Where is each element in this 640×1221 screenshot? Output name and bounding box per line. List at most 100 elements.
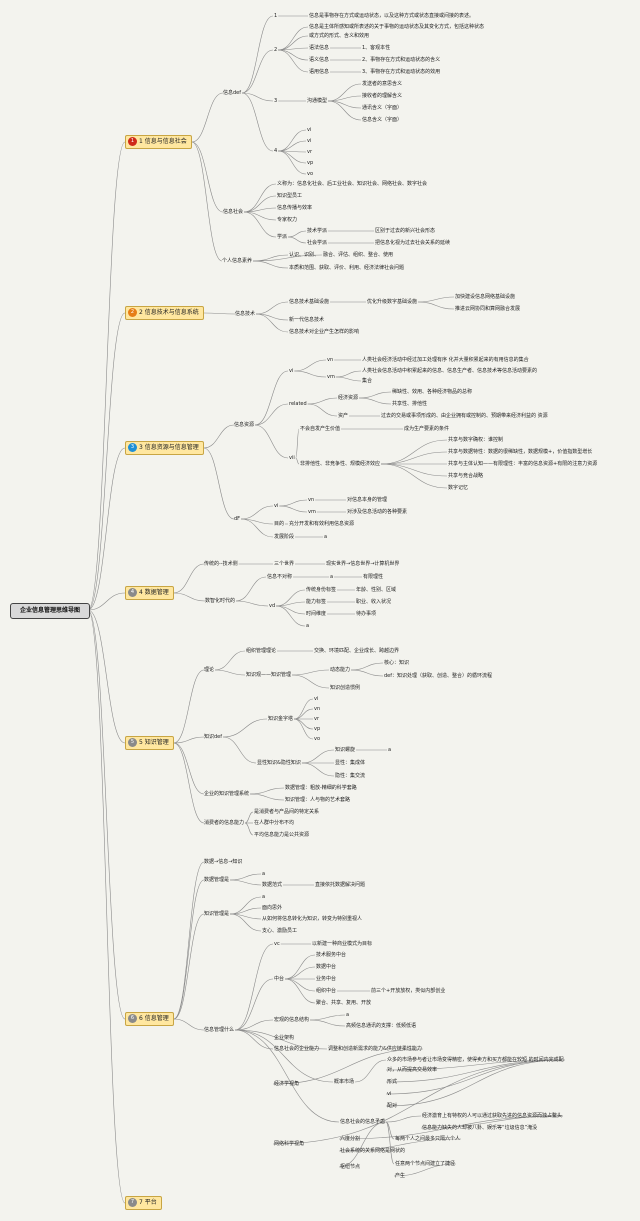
- node-63[interactable]: 共享与数据特性：数据的很稀缺性，数据规模+，价值指数型增长: [448, 449, 593, 455]
- node-7[interactable]: 1、客观本性: [362, 45, 391, 51]
- node-151[interactable]: 配对: [387, 1103, 398, 1109]
- node-160[interactable]: 任意两个节点间建立了捷径: [395, 1161, 456, 1167]
- node-128[interactable]: 支心、激励员工: [262, 928, 298, 934]
- node-109[interactable]: a: [388, 747, 392, 753]
- node-124[interactable]: 知识管理是: [204, 911, 230, 917]
- node-92[interactable]: 理论: [204, 667, 215, 673]
- node-105[interactable]: vp: [314, 726, 321, 732]
- node-69[interactable]: vn: [308, 497, 315, 503]
- node-21[interactable]: vr: [307, 149, 313, 155]
- node-59[interactable]: 不会自发产生价值: [300, 426, 341, 432]
- node-3[interactable]: 2: [274, 47, 278, 53]
- node-112[interactable]: 企业的知识管理系统: [204, 791, 250, 797]
- node-16[interactable]: 通讯含义（字面）: [362, 105, 403, 111]
- node-40[interactable]: 优化升级数字基础设施: [367, 299, 418, 305]
- node-142[interactable]: 企业架构: [274, 1035, 295, 1041]
- node-84[interactable]: vd: [269, 603, 276, 609]
- node-71[interactable]: vm: [308, 509, 316, 515]
- node-5[interactable]: 或方式的形式、含义和效用: [309, 33, 370, 39]
- node-119[interactable]: 数据→信息→知识: [204, 859, 243, 865]
- node-31[interactable]: 区别于过去的新兴社会形态: [375, 228, 436, 234]
- node-161[interactable]: 产生: [395, 1173, 406, 1179]
- node-35[interactable]: 认识、识别、: [289, 252, 320, 258]
- node-24[interactable]: 信息社会: [223, 209, 244, 215]
- node-41[interactable]: 加快建设信息网络基础设施: [455, 294, 516, 300]
- node-62[interactable]: 共享与数字确权：谁控制: [448, 437, 504, 443]
- node-27[interactable]: 信息传播与效率: [277, 205, 313, 211]
- node-133[interactable]: 技术服务中台: [316, 952, 347, 958]
- node-140[interactable]: a: [346, 1012, 350, 1018]
- root-node[interactable]: 企业信息管理思维导图: [10, 603, 90, 619]
- node-77[interactable]: 传统的--技术侧: [204, 561, 238, 567]
- node-132[interactable]: 中台: [274, 976, 285, 982]
- node-20[interactable]: vi: [307, 138, 312, 144]
- node-131[interactable]: 以新建一种商业模式为目标: [312, 941, 373, 947]
- node-11[interactable]: 3、事物存在方式和运动状态的效用: [362, 69, 441, 75]
- node-14[interactable]: 发送者的意思含义: [362, 81, 403, 87]
- node-29[interactable]: 学派: [277, 234, 288, 240]
- node-135[interactable]: 业务中台: [316, 976, 337, 982]
- node-91[interactable]: a: [306, 623, 310, 629]
- node-85[interactable]: 传统身份标签: [306, 587, 337, 593]
- node-110[interactable]: 显性：集成体: [335, 760, 366, 766]
- node-139[interactable]: 宏观的信息结构: [274, 1017, 310, 1023]
- node-146[interactable]: 概率市场: [334, 1079, 355, 1085]
- node-88[interactable]: 职业、收入状况: [356, 599, 392, 605]
- node-86[interactable]: 年龄、性别、区域: [356, 587, 397, 593]
- node-50[interactable]: 人类社会信息活动中积累起来的信息、信息生产者、信息技术等信息活动要素的: [362, 368, 538, 374]
- node-106[interactable]: vo: [314, 736, 321, 742]
- node-134[interactable]: 数据中台: [316, 964, 337, 970]
- node-145[interactable]: 经济学视角: [274, 1081, 300, 1087]
- node-125[interactable]: a: [262, 894, 266, 900]
- node-2[interactable]: 信息是事物存在方式或运动状态，以及这种方式或状态直接或间接的表述。: [309, 13, 475, 19]
- node-137[interactable]: 前三个+开放放权，类似内部创业: [371, 988, 446, 994]
- node-28[interactable]: 专家权力: [277, 217, 298, 223]
- node-34[interactable]: 个人信息素养: [222, 258, 253, 264]
- node-148[interactable]: 对，从而提高交易效率: [387, 1067, 438, 1073]
- node-30[interactable]: 技术学派: [307, 228, 328, 234]
- node-154[interactable]: 经济激育上有特权的人可以通过获取先进的信息资源而独占鳌头: [422, 1113, 563, 1119]
- node-152[interactable]: 网络科学视角: [274, 1141, 305, 1147]
- node-42[interactable]: 推进云网协同和算网融合发展: [455, 306, 521, 312]
- node-49[interactable]: vm: [327, 374, 335, 380]
- node-156[interactable]: 六度分割: [340, 1136, 361, 1142]
- node-19[interactable]: vi: [307, 127, 312, 133]
- node-37[interactable]: 本质和范围、获取、评价、利用、经济法律社会问题: [289, 265, 405, 271]
- node-81[interactable]: 信息不对称: [267, 574, 293, 580]
- node-87[interactable]: 能力标签: [306, 599, 327, 605]
- node-65[interactable]: 共享与竞合战略: [448, 473, 484, 479]
- node-57[interactable]: 过去的交易或事项形成的、由企业拥有或控制的、预期带来经济利益的 资源: [381, 413, 548, 419]
- node-6[interactable]: 语法信息: [309, 45, 330, 51]
- node-147[interactable]: 众多的市场参与者让市场变得精密，使得卖方和买方都能在较短 的时间内完成配: [387, 1057, 564, 1063]
- node-8[interactable]: 语义信息: [309, 57, 330, 63]
- node-74[interactable]: 充分开发和有效利用信息资源: [289, 521, 355, 527]
- node-46[interactable]: vi: [289, 368, 294, 374]
- node-108[interactable]: 知识螺旋: [335, 747, 356, 753]
- node-118[interactable]: 平均信息能力是公共资源: [254, 832, 310, 838]
- node-54[interactable]: 稀缺性、效用、各种经济物品的总称: [392, 389, 473, 395]
- node-73[interactable]: 目的: [274, 521, 285, 527]
- node-33[interactable]: 把信息化视为过去社会关系的延续: [375, 240, 451, 246]
- node-111[interactable]: 隐性：集交流: [335, 773, 366, 779]
- node-0[interactable]: 信息def: [223, 90, 242, 96]
- node-157[interactable]: 每两个人之间最多只隔六个人: [395, 1136, 461, 1142]
- node-114[interactable]: 知识管理：人与物的艺术套路: [285, 797, 351, 803]
- node-98[interactable]: def：知识处理（获取、创造、整合）的循环流程: [384, 673, 493, 679]
- node-36[interactable]: 融合、评估、组织、整合、使用: [323, 252, 394, 258]
- node-76[interactable]: a: [324, 534, 328, 540]
- node-55[interactable]: 共享性、排他性: [392, 401, 428, 407]
- node-17[interactable]: 信息含义（字面）: [362, 117, 403, 123]
- node-159[interactable]: 枢纽节点: [340, 1164, 361, 1170]
- node-70[interactable]: 对信息本身的管理: [347, 497, 388, 503]
- node-141[interactable]: 高频信息通讯的支撑：低频低语: [346, 1023, 417, 1029]
- node-1[interactable]: 1: [274, 13, 278, 19]
- node-104[interactable]: vr: [314, 716, 320, 722]
- node-25[interactable]: 义称为：信息化社会、后工业社会、知识社会、网络社会、数字社会: [277, 181, 428, 187]
- node-61[interactable]: 非排他性、非竞争性、规模经济效应: [300, 461, 381, 467]
- node-15[interactable]: 接收者的理解含义: [362, 93, 403, 99]
